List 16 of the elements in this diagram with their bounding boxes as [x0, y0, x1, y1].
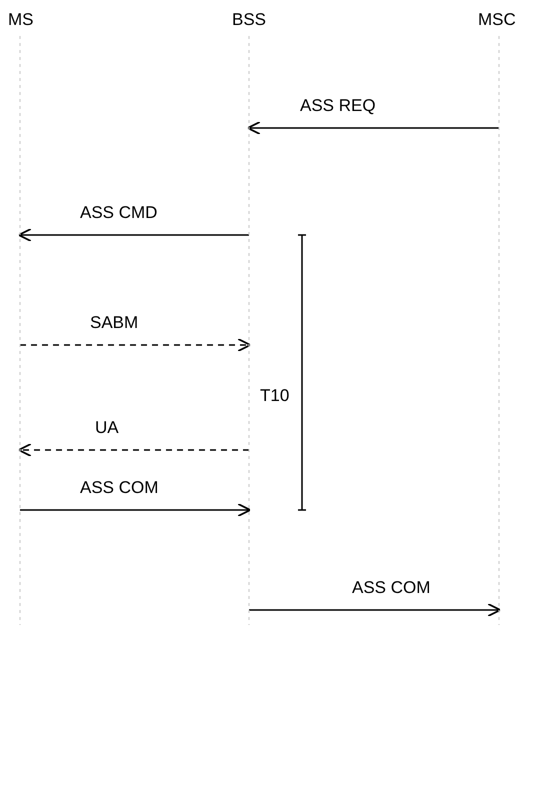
- message-arrow: [18, 228, 249, 242]
- participant-name: MS: [8, 10, 34, 30]
- participant-name: MSC: [478, 10, 516, 30]
- message-label: ASS REQ: [300, 96, 376, 116]
- message-label: UA: [95, 418, 119, 438]
- message-arrow: [249, 603, 502, 617]
- message-label: SABM: [90, 313, 138, 333]
- message-label: ASS COM: [80, 478, 158, 498]
- message-arrow: [246, 121, 499, 135]
- message-label: ASS CMD: [80, 203, 158, 223]
- message-label: ASS COM: [352, 578, 430, 598]
- message-arrow: [20, 503, 252, 517]
- participant-name: BSS: [232, 10, 266, 30]
- timer-label: T10: [260, 386, 290, 406]
- message-arrow: [20, 338, 252, 352]
- message-arrow: [18, 443, 249, 457]
